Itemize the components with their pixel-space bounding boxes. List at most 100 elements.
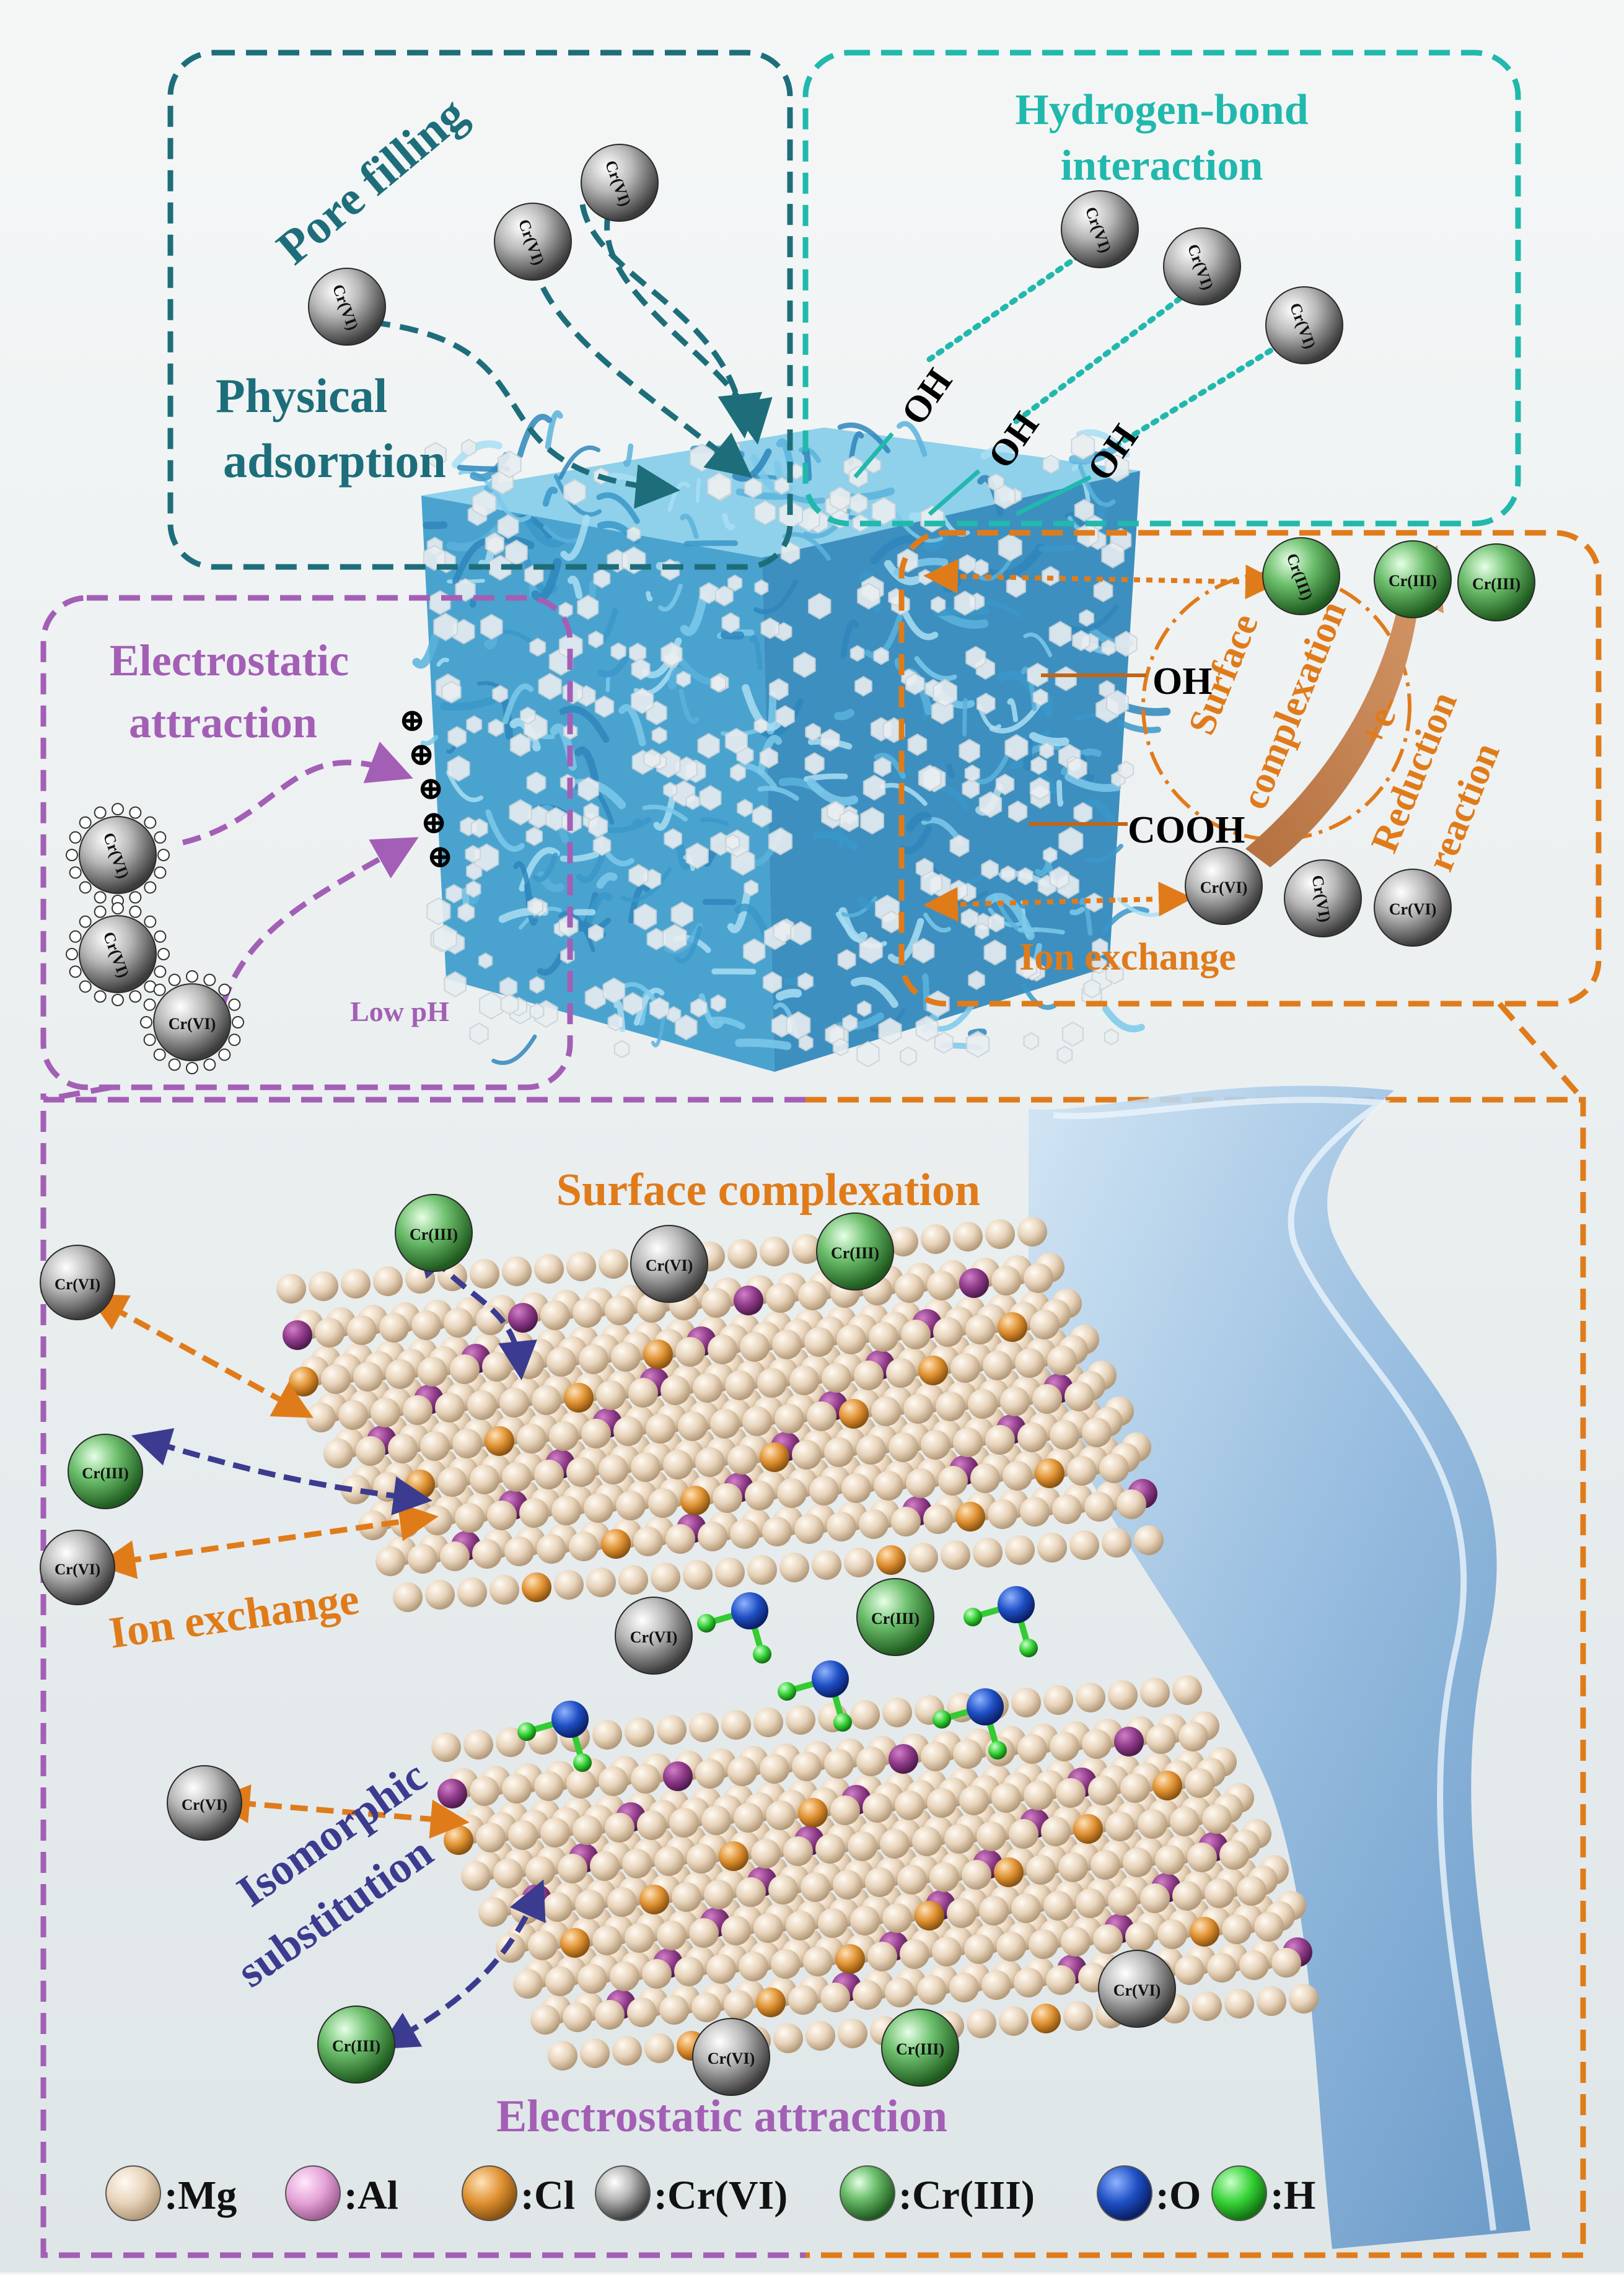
svg-text:Cr(VI): Cr(VI) [708,2049,755,2067]
electrostatic-arrows [182,741,419,1005]
cr6-ion: Cr(VI) [1284,859,1362,937]
svg-text:⊕: ⊕ [408,737,435,773]
cr6-ion: Cr(VI) [40,1245,115,1320]
cr6-ion: Cr(VI) [79,915,157,993]
cr3-ion: Cr(III) [395,1194,473,1272]
blue-sheet [1029,1085,1530,2249]
svg-text:⊕: ⊕ [420,805,447,841]
cr6-ion: Cr(VI) [615,1597,693,1675]
legend-item: :H [1211,2165,1315,2221]
svg-text:⊕: ⊕ [426,839,454,875]
svg-text:Cr(III): Cr(III) [831,1244,879,1262]
hbond-lines [926,245,1279,449]
pore-arrow-4 [604,184,773,445]
svg-text:Cr(VI): Cr(VI) [1200,879,1248,896]
cr3-ion: Cr(III) [1457,543,1535,621]
cr6-ion: Cr(VI) [1163,227,1241,305]
legend: :Mg :Al :Cl :Cr(VI) :Cr(III) :O :H [105,2165,1315,2221]
svg-text::Cr(III): :Cr(III) [898,2173,1035,2218]
svg-text:Cr(III): Cr(III) [332,2037,380,2055]
electrostatic-label-2: attraction [129,698,317,747]
lower-navy-arrows [131,1236,546,2049]
legend-item: :Cl [462,2165,575,2221]
cr6-ion: Cr(VI) [1061,190,1139,268]
cr3-ion: Cr(III) [317,2005,395,2084]
svg-text:⊕: ⊕ [398,703,426,739]
pore-filling-box [167,50,793,570]
svg-text:Cr(VI): Cr(VI) [1389,900,1437,918]
legend-item: :O [1097,2165,1201,2221]
svg-text::H: :H [1270,2173,1315,2218]
ldh-layer-lower [431,1675,1319,2071]
surface-complexation-bottom-label: Surface complexation [556,1165,980,1216]
physical-adsorption-label-2: adsorption [223,434,446,488]
lower-box-left [40,1097,805,2258]
ion-exchange-top-label: Ion exchange [1019,936,1236,978]
svg-text:Cr(III): Cr(III) [1472,575,1521,593]
svg-text:Cr(VI): Cr(VI) [182,1797,227,1813]
svg-text:Cr(VI): Cr(VI) [630,1628,678,1646]
cr6-ion: Cr(VI) [1185,847,1263,925]
ldh-layer-upper [276,1217,1164,1612]
svg-text::Cr(VI): :Cr(VI) [654,2173,788,2218]
svg-text::Cl: :Cl [520,2173,575,2218]
lower-orange-arrows [87,1294,470,1839]
connector-purple [43,1084,112,1103]
cr3-ion: Cr(III) [1262,537,1340,615]
cr6-ion: Cr(VI) [79,816,157,894]
cr6-ion: Cr(VI) [494,203,572,281]
positive-charges: ⊕⊕⊕⊕⊕ [398,703,454,875]
svg-text:Cr(VI): Cr(VI) [169,1015,216,1033]
oh-label-4: OH [1152,660,1212,703]
svg-text:Cr(VI): Cr(VI) [55,1276,100,1293]
complexation-box [898,530,1602,1007]
legend-item: :Cr(VI) [595,2165,788,2221]
hydrogen-bond-label-2: interaction [1061,142,1263,190]
cr3-ion: Cr(III) [816,1212,894,1291]
svg-text:Cr(III): Cr(III) [1389,572,1437,590]
svg-text:Cr(VI): Cr(VI) [646,1256,693,1274]
cr6-ion: Cr(VI) [40,1530,115,1605]
cr6-ion: Cr(VI) [1265,286,1343,364]
svg-text::O: :O [1156,2173,1201,2218]
svg-text:Cr(III): Cr(III) [410,1225,458,1243]
cr3-ion: Cr(III) [856,1578,934,1656]
cr6-ion: Cr(VI) [167,1765,242,1841]
cr6-ion: Cr(VI) [692,2018,770,2096]
hydrogen-bond-box [802,50,1521,527]
cr6-ion: Cr(VI) [153,983,231,1061]
cr6-ion: Cr(VI) [1374,869,1452,947]
svg-text:Cr(III): Cr(III) [896,2040,944,2058]
legend-item: :Al [285,2165,398,2221]
cr6-ion: Cr(VI) [581,144,659,222]
complexation-orange-arrows [923,559,1280,922]
electrostatic-box [40,595,573,1090]
cooh-label: COOH [1128,809,1245,851]
electrostatic-bottom-label: Electrostatic attraction [496,2091,947,2142]
low-ph-label: Low pH [350,996,449,1027]
cr6-ion: Cr(VI) [1098,1950,1176,2028]
legend-item: :Cr(III) [840,2165,1035,2221]
cr6-ion: Cr(VI) [630,1225,708,1303]
svg-text:Cr(III): Cr(III) [82,1465,129,1482]
cr3-ion: Cr(III) [68,1434,143,1509]
electrostatic-label-1: Electrostatic [110,636,349,685]
cr3-ion: Cr(III) [1374,540,1452,618]
blue-sheet-highlight [1053,1097,1496,2231]
cr6-ion: Cr(VI) [308,268,386,346]
ions: Cr(VI)Cr(VI)Cr(VI)Cr(VI)Cr(VI)Cr(VI)Cr(V… [40,144,1535,2096]
physical-adsorption-label-1: Physical [216,369,387,423]
reduction-arrow [1245,545,1444,867]
svg-text::Mg: :Mg [164,2173,237,2218]
svg-text::Al: :Al [344,2173,398,2218]
connector-orange [1497,1002,1586,1102]
functional-group-stems [1029,673,1146,826]
cr3-ion: Cr(III) [881,2009,959,2087]
svg-text:Cr(VI): Cr(VI) [55,1561,100,1578]
sponge-cube [412,410,1171,1072]
legend-item: :Mg [105,2165,237,2221]
hbond-stems [853,432,1092,517]
water-molecules [517,1586,1038,1772]
